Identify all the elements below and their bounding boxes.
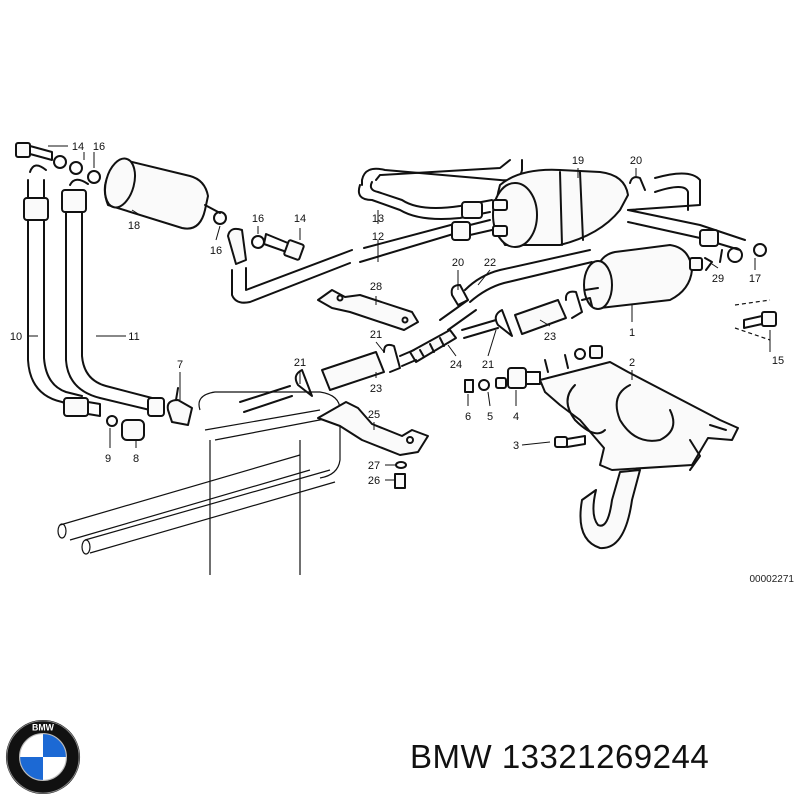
fuel-line-12 xyxy=(231,219,493,304)
fuel-hose-22 xyxy=(439,249,593,331)
bracket-25 xyxy=(317,401,429,456)
callout-24: 24 xyxy=(450,359,462,371)
washer-27 xyxy=(395,461,407,469)
logo-lettering: BMW xyxy=(32,723,55,733)
callout-labels: 14 16 18 16 16 14 13 12 19 20 10 11 7 9 … xyxy=(10,141,784,487)
hose-23-right xyxy=(461,299,567,339)
callout-6: 6 xyxy=(465,411,471,423)
callout-11: 11 xyxy=(128,331,139,343)
callout-4: 4 xyxy=(513,411,519,423)
callout-16-mid-a: 16 xyxy=(210,245,222,257)
callout-29: 29 xyxy=(712,273,724,285)
callout-25: 25 xyxy=(368,409,380,421)
callout-9: 9 xyxy=(105,453,111,465)
bracket-2 xyxy=(539,354,739,550)
clamp-29 xyxy=(704,257,713,271)
callout-22: 22 xyxy=(484,257,496,269)
callout-26: 26 xyxy=(368,475,380,487)
banjo-bolt-14-left xyxy=(15,142,101,184)
callout-28: 28 xyxy=(370,281,382,293)
callout-12: 12 xyxy=(372,231,384,243)
fuel-system-parts-diagram: 14 16 18 16 16 14 13 12 19 20 10 11 7 9 … xyxy=(10,141,795,585)
clamp-21-right xyxy=(564,290,593,319)
callout-1: 1 xyxy=(629,327,635,339)
hose-23-left xyxy=(239,343,417,413)
callout-7: 7 xyxy=(177,359,183,371)
part-number: 13321269244 xyxy=(501,738,710,775)
callout-20-mid: 20 xyxy=(452,257,464,269)
bolt-3 xyxy=(554,435,586,448)
callout-20-top: 20 xyxy=(630,155,642,167)
clamp-20-mid xyxy=(450,284,469,306)
banjo-17 xyxy=(719,243,767,263)
callout-27: 27 xyxy=(368,460,380,472)
nuts-top-right xyxy=(574,345,603,360)
drawing-number: 00002271 xyxy=(750,574,795,585)
callout-5: 5 xyxy=(487,411,493,423)
callout-15: 15 xyxy=(772,355,784,367)
callout-16-top-left: 16 xyxy=(93,141,105,153)
callout-19: 19 xyxy=(572,155,584,167)
fuel-filter-18 xyxy=(103,157,227,230)
part-title: BMW 13321269244 xyxy=(410,738,709,776)
banjo-fitting-14-center xyxy=(227,227,305,265)
callout-18: 18 xyxy=(128,220,140,232)
callout-2: 2 xyxy=(629,357,635,369)
callout-23-left: 23 xyxy=(370,383,382,395)
body-sketch xyxy=(57,391,341,575)
clamp-20-top xyxy=(627,172,746,251)
callout-8: 8 xyxy=(133,453,139,465)
fuel-filter-1 xyxy=(583,244,703,310)
banjo-bolt-15 xyxy=(734,299,777,341)
callout-21-left: 21 xyxy=(294,357,306,369)
callout-14-top-left: 14 xyxy=(72,141,84,153)
callout-21-center: 21 xyxy=(370,329,382,341)
callout-14-mid: 14 xyxy=(294,213,306,225)
callout-16-mid-b: 16 xyxy=(252,213,264,225)
callout-3: 3 xyxy=(513,440,519,452)
hose-end-fittings xyxy=(63,397,145,441)
fuel-hose-10 xyxy=(23,164,83,409)
connector-24 xyxy=(409,329,457,363)
callout-10: 10 xyxy=(10,331,22,343)
fuel-hose-11 xyxy=(61,178,165,417)
callout-13: 13 xyxy=(372,213,384,225)
leader-lines xyxy=(28,145,771,481)
callout-17: 17 xyxy=(749,273,761,285)
nuts-4-5-6 xyxy=(464,367,541,393)
screw-26 xyxy=(394,473,406,489)
brand-name: BMW xyxy=(410,738,493,775)
callout-21-right: 21 xyxy=(482,359,494,371)
bracket-28 xyxy=(317,289,419,331)
bmw-logo: BMW xyxy=(5,719,81,795)
fuel-pump-19 xyxy=(492,168,629,248)
clamp-7 xyxy=(166,387,193,426)
fuel-line-13 xyxy=(357,159,523,220)
callout-23-right: 23 xyxy=(544,331,556,343)
